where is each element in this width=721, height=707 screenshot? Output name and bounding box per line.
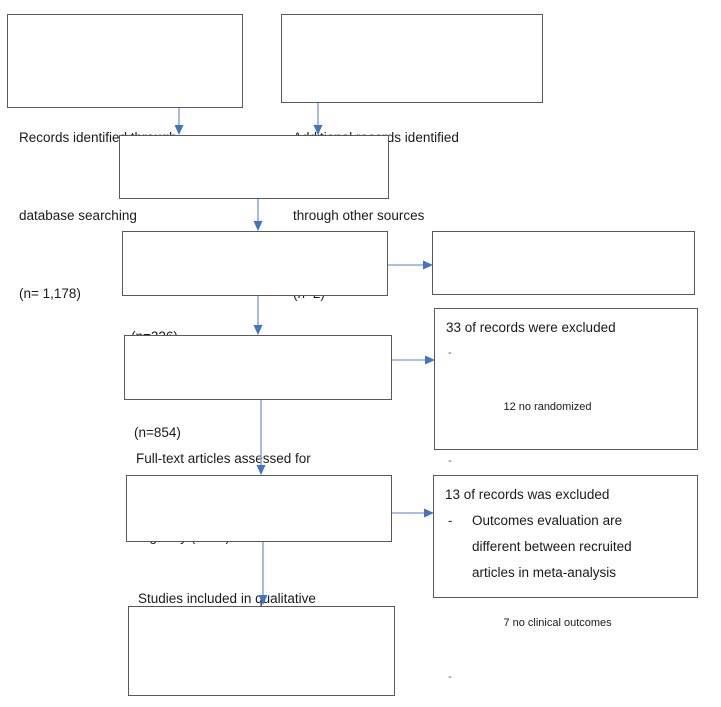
exclusion2-reason-line: Outcomes evaluation are xyxy=(472,513,623,528)
box-line: Full-text articles assessed for xyxy=(136,451,311,466)
exclusion-reason-text: 12 no randomized xyxy=(503,401,592,413)
exclusion-heading: 33 of records were excluded xyxy=(446,320,616,335)
dash-bullet-icon: - xyxy=(448,455,452,467)
box-studies-included-qualitative: Studies included in qualitative synthesi… xyxy=(126,475,392,684)
exclusion-reason-item: - 7 no clinical outcomes xyxy=(446,556,686,664)
box-line: through other sources xyxy=(293,208,425,223)
arrow-database-to-duplicates xyxy=(170,108,188,136)
exclusion-reason-item: - 10 real world evidence xyxy=(446,664,686,707)
box-records-identified-database: Records identified through database sear… xyxy=(7,14,243,301)
box-line: Studies included in qualitative xyxy=(138,591,316,606)
arrow-screened-to-excluded xyxy=(388,256,434,274)
box-records-screened: Records Screened (n=854) xyxy=(122,231,388,440)
exclusion2-reason-list: - Outcomes evaluation are different betw… xyxy=(445,508,686,586)
box-studies-included-quantitative: Studies included in quantitative synthes… xyxy=(128,606,395,696)
box-line: (n= 1,178) xyxy=(19,286,81,301)
box-fulltext-articles-assessed: Full-text articles assessed for eligibil… xyxy=(124,335,392,544)
arrow-other-sources-to-duplicates xyxy=(309,103,327,136)
exclusion2-reason-item: - Outcomes evaluation are different betw… xyxy=(445,508,686,586)
box-records-excluded-title-abstract: Records Excluded at title and abstract (… xyxy=(432,231,695,440)
arrow-fulltext-to-qualitative xyxy=(252,400,270,476)
box-text: Studies included in quantitative synthes… xyxy=(140,665,383,707)
box-additional-records-other-sources: Additional records identified through ot… xyxy=(281,14,543,301)
box-records-excluded-fulltext: 33 of records were excluded - 12 no rand… xyxy=(434,308,698,683)
exclusion2-reason-line: different between recruited xyxy=(472,539,632,554)
box-line: (n=854) xyxy=(134,425,181,440)
arrow-fulltext-to-excluded-detail xyxy=(392,351,436,369)
dash-bullet-icon: - xyxy=(448,347,452,359)
dash-bullet-icon: - xyxy=(448,671,452,683)
box-records-excluded-qualitative: 13 of records was excluded - Outcomes ev… xyxy=(433,475,698,598)
exclusion2-reason-line: articles in meta-analysis xyxy=(472,565,617,580)
arrow-duplicates-to-screened xyxy=(249,199,267,232)
arrow-qualitative-to-excluded-detail xyxy=(392,504,436,522)
exclusion-reason-item: - 12 no randomized xyxy=(446,340,686,448)
exclusion2-heading: 13 of records was excluded xyxy=(445,487,610,502)
box-line: database searching xyxy=(19,208,137,223)
box-records-after-duplicates-removed: Records after duplicates removed (n=326) xyxy=(119,135,389,344)
dash-bullet-icon: - xyxy=(448,513,453,528)
arrow-screened-to-fulltext xyxy=(249,296,267,336)
arrow-qualitative-to-quantitative xyxy=(254,542,272,606)
exclusion-reason-text: 7 no clinical outcomes xyxy=(503,617,612,629)
